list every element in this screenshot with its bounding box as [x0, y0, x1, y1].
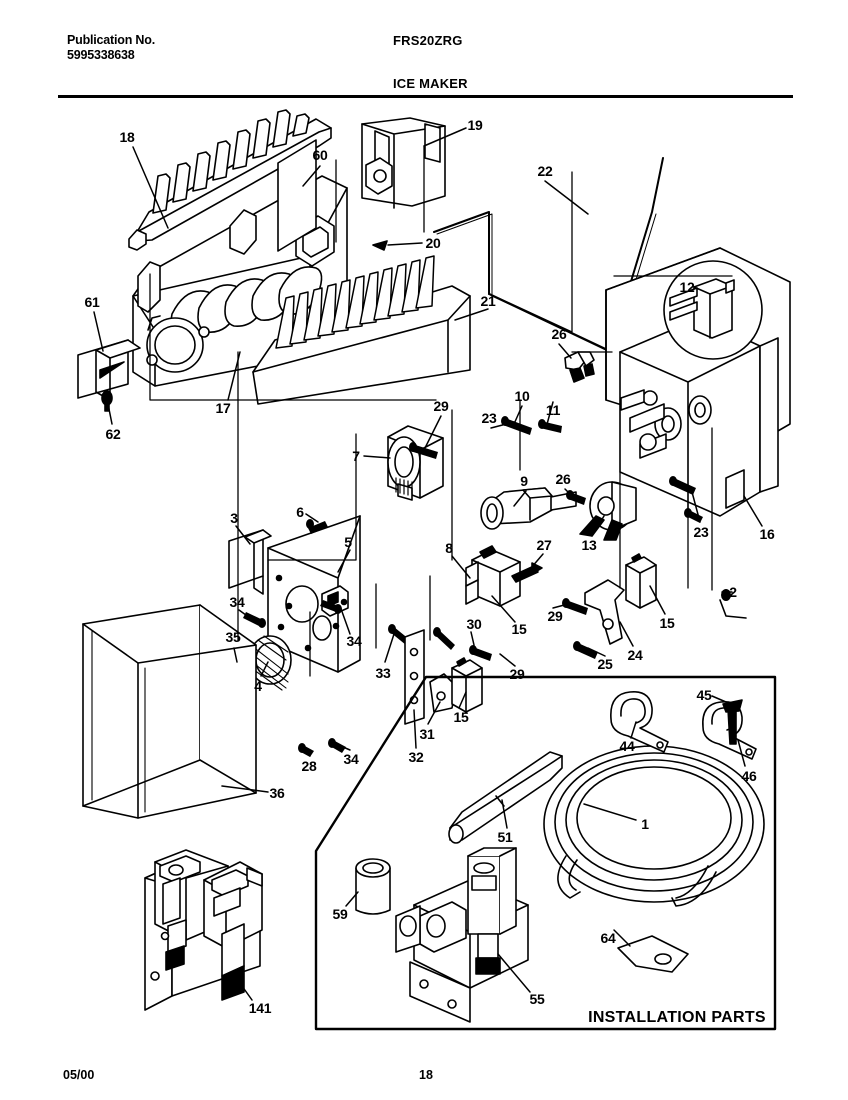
callout-number-60: 60	[312, 147, 328, 163]
callout-number-15a: 15	[511, 621, 527, 637]
callout-number-27: 27	[536, 537, 552, 553]
callout-number-1: 1	[641, 816, 649, 832]
model-number: FRS20ZRG	[393, 33, 463, 48]
callout-number-34b: 34	[346, 633, 362, 649]
footer-date: 05/00	[63, 1068, 95, 1082]
title-divider	[58, 95, 793, 98]
cam-part-31	[429, 673, 457, 713]
callout-number-28: 28	[301, 758, 317, 774]
wire-connectors-part-26	[564, 351, 595, 383]
publication-label: Publication No.	[67, 33, 155, 47]
washer-part-35	[228, 660, 248, 684]
callout-number-34a: 34	[229, 594, 245, 610]
callout-number-8: 8	[445, 540, 453, 556]
callout-number-7: 7	[352, 448, 360, 464]
ice-maker-housing-part-16	[605, 247, 791, 517]
callout-number-141: 141	[248, 1000, 272, 1016]
callout-number-9: 9	[520, 473, 528, 489]
screw-part-62	[101, 390, 113, 412]
callout-number-21: 21	[480, 293, 496, 309]
callout-number-13: 13	[581, 537, 597, 553]
callout-number-20: 20	[425, 235, 441, 251]
bracket-part-32	[404, 629, 425, 725]
screw-part-45	[722, 699, 743, 745]
callout-number-45: 45	[696, 687, 712, 703]
motor-part-7	[387, 425, 444, 501]
ejector-blade-part-18	[128, 109, 332, 251]
callout-number-3: 3	[230, 510, 238, 526]
screws-group	[243, 418, 703, 757]
insulation-pad-part-3	[228, 529, 272, 595]
dual-water-valve-part-141	[144, 849, 263, 1011]
callout-number-10: 10	[514, 388, 530, 404]
callout-number-22: 22	[537, 163, 553, 179]
installation-parts-title: INSTALLATION PARTS	[588, 1009, 766, 1026]
lever-part-24	[584, 579, 625, 645]
callout-number-46: 46	[741, 768, 757, 784]
callout-number-23b: 23	[693, 524, 709, 540]
callout-number-15c: 15	[453, 709, 469, 725]
detail-circle-12	[663, 260, 763, 360]
callout-number-34c: 34	[343, 751, 359, 767]
callout-number-35: 35	[225, 629, 241, 645]
callout-number-51: 51	[497, 829, 513, 845]
evaporator-comb-part-21	[252, 255, 471, 405]
screw-part-27	[511, 562, 543, 583]
callout-number-17: 17	[215, 400, 231, 416]
ice-mold-part-17	[132, 175, 348, 387]
callout-number-18: 18	[119, 129, 135, 145]
cover-plate-part-61	[77, 339, 141, 401]
callout-number-25: 25	[597, 656, 613, 672]
switch-part-15b	[625, 553, 657, 609]
callout-number-30: 30	[466, 616, 482, 632]
callout-number-23a: 23	[481, 410, 497, 426]
water-tubing-part-1	[543, 745, 765, 907]
screw-heads	[258, 416, 731, 753]
screw-part-60	[285, 168, 312, 198]
switch-part-8	[465, 545, 521, 607]
callout-number-36: 36	[269, 785, 285, 801]
fan-part-13	[579, 481, 637, 541]
callout-number-55: 55	[529, 991, 545, 1007]
clamp-part-46	[702, 700, 757, 760]
callout-number-26a: 26	[551, 326, 567, 342]
callout-number-6: 6	[296, 504, 304, 520]
callout-number-29b: 29	[547, 608, 563, 624]
callout-number-12: 12	[679, 279, 695, 295]
chute-part-19	[361, 117, 446, 209]
leader-lines	[93, 127, 763, 1001]
grommet-part-59	[355, 858, 391, 915]
callout-number-31: 31	[419, 726, 435, 742]
sheet-title: ICE MAKER	[393, 76, 468, 91]
callout-number-32: 32	[408, 749, 424, 765]
callout-number-15b: 15	[659, 615, 675, 631]
callout-number-16: 16	[759, 526, 775, 542]
installation-parts-box	[314, 675, 777, 1031]
callout-number-62: 62	[105, 426, 121, 442]
callout-number-19: 19	[467, 117, 483, 133]
callout-number-44: 44	[619, 738, 635, 754]
pointer-20	[372, 240, 388, 251]
strap-part-64	[617, 935, 689, 973]
callout-number-5: 5	[344, 534, 352, 550]
callout-number-33: 33	[375, 665, 391, 681]
callout-number-64: 64	[600, 930, 616, 946]
callout-number-4: 4	[254, 678, 262, 694]
callout-number-61: 61	[84, 294, 100, 310]
solenoid-part-9	[480, 487, 577, 530]
callout-number-29a: 29	[433, 398, 449, 414]
callout-number-2: 2	[729, 584, 737, 600]
footer-page-number: 18	[419, 1068, 433, 1082]
callout-number-26b: 26	[555, 471, 571, 487]
callout-number-29c: 29	[509, 666, 525, 682]
water-valve-part-55	[395, 847, 529, 1023]
publication-number: 5995338638	[67, 48, 135, 62]
switch-part-15a	[451, 657, 483, 713]
bail-arm-part-22	[433, 157, 664, 354]
callout-number-24: 24	[627, 647, 643, 663]
callout-number-59: 59	[332, 906, 348, 922]
callout-number-11: 11	[545, 402, 561, 418]
